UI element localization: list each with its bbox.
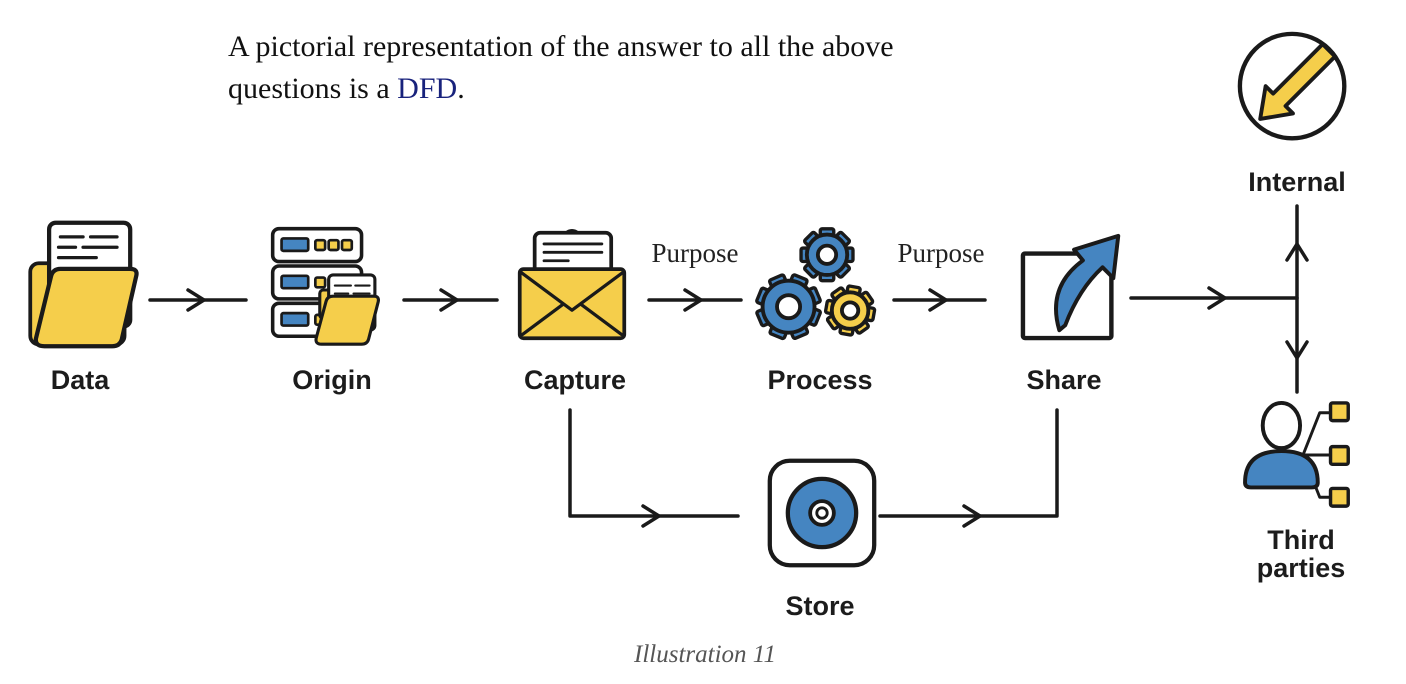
edge-label-purpose-2: Purpose [897, 238, 985, 268]
open-envelope-document-icon [517, 228, 627, 341]
node-label-third-parties: Third parties [1256, 525, 1346, 583]
intro-text: A pictorial representation of the answer… [228, 26, 1008, 110]
intro-line2-prefix: questions is a [228, 72, 398, 105]
intro-line1: A pictorial representation of the answer… [228, 30, 894, 63]
disc-icon [767, 458, 877, 568]
node-label-internal: Internal [1248, 167, 1346, 197]
inward-arrow-circle-icon [1237, 31, 1347, 141]
server-stack-folder-icon [270, 226, 380, 346]
folder-document-icon [28, 220, 139, 349]
gears-icon [755, 227, 877, 341]
dfd-link[interactable]: DFD [397, 72, 458, 105]
share-curved-arrow [1054, 233, 1121, 333]
node-label-origin: Origin [292, 365, 372, 395]
intro-line2-suffix: . [457, 72, 465, 105]
node-label-process: Process [767, 365, 873, 395]
inward-arrow [1258, 42, 1337, 121]
node-label-store: Store [785, 591, 855, 621]
node-label-share: Share [1026, 365, 1102, 395]
figure-caption: Illustration 11 [634, 641, 776, 668]
box-share-arrow-icon [1020, 233, 1121, 341]
node-label-capture: Capture [523, 365, 626, 395]
edge-label-purpose-1: Purpose [651, 238, 739, 268]
node-label-data: Data [50, 365, 110, 395]
person-hierarchy-icon [1243, 400, 1350, 508]
